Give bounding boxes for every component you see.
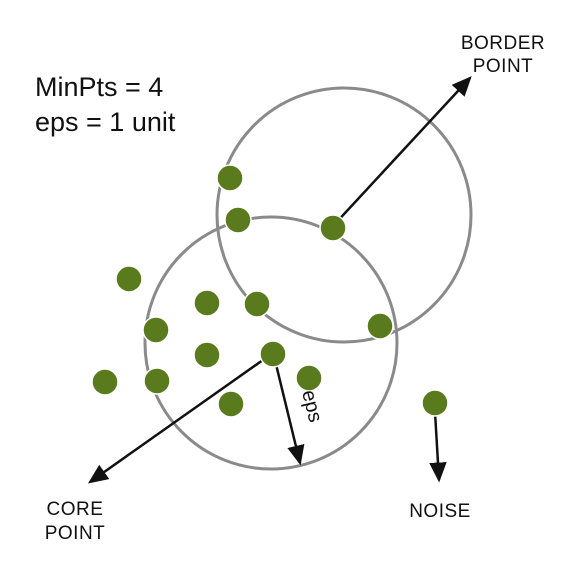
data-point — [193, 341, 221, 369]
core-point-label-line1: CORE — [47, 499, 104, 520]
border-point-label-line1: BORDER — [461, 33, 545, 54]
data-points — [91, 164, 449, 418]
border-point-arrow — [332, 76, 472, 227]
border-point-eps-circle — [215, 86, 473, 344]
core-point-label-line2: POINT — [45, 523, 106, 544]
data-point — [366, 312, 394, 340]
noise-point — [421, 389, 449, 417]
data-point — [115, 265, 143, 293]
data-point — [216, 164, 244, 192]
data-point — [295, 364, 323, 392]
noise-point-arrow — [429, 411, 447, 483]
data-point — [91, 368, 119, 396]
data-point — [217, 390, 245, 418]
eps-value-label: eps = 1 unit — [35, 107, 176, 137]
data-point — [142, 316, 170, 344]
min-pts-label: MinPts = 4 — [35, 72, 163, 102]
data-point — [243, 290, 271, 318]
eps-radius-arrow — [272, 355, 305, 466]
data-point — [224, 206, 252, 234]
data-point — [193, 289, 221, 317]
noise-label: NOISE — [409, 501, 471, 522]
eps-radius-label: eps — [297, 388, 326, 425]
core-point — [259, 340, 287, 368]
core-point-eps-circle — [143, 215, 399, 471]
data-point — [143, 367, 171, 395]
border-point-label-line2: POINT — [473, 56, 534, 77]
core-point-arrow — [87, 353, 271, 484]
border-point — [319, 214, 347, 242]
